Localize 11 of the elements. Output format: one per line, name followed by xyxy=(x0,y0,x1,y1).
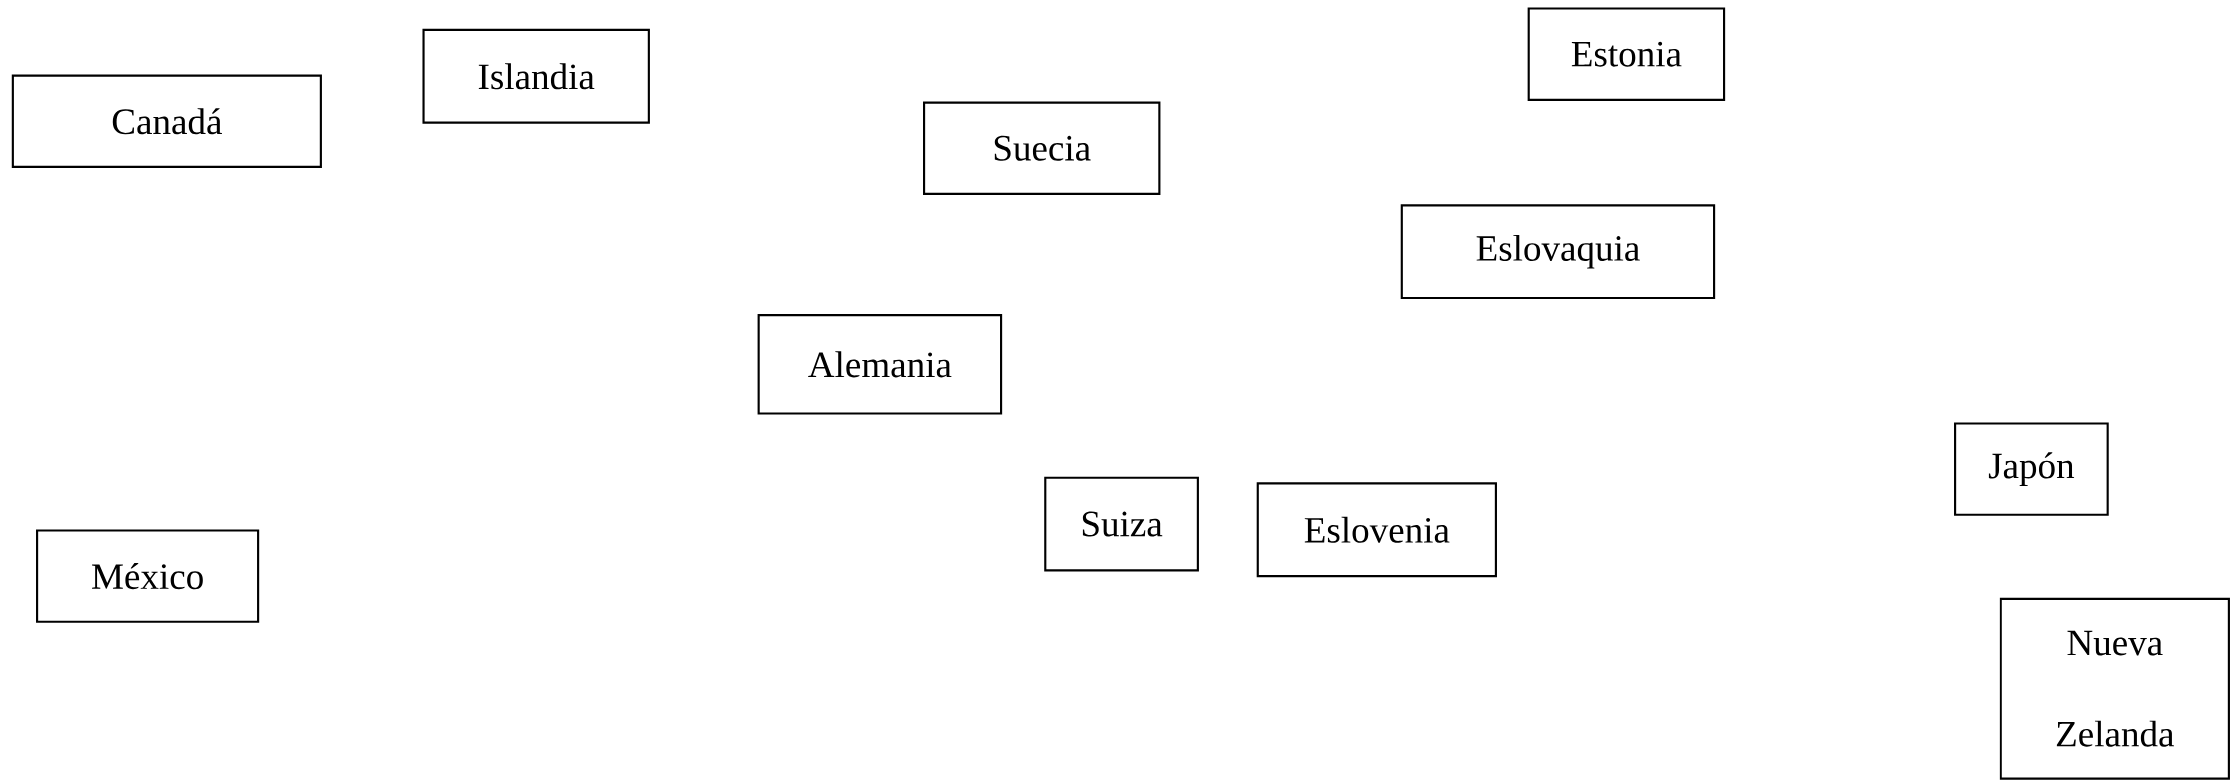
country-box: Eslovenia xyxy=(1256,482,1497,578)
country-box: Suecia xyxy=(923,101,1161,195)
country-box: Suiza xyxy=(1044,476,1199,572)
country-box: Alemania xyxy=(757,314,1003,415)
country-box: Canadá xyxy=(11,74,322,168)
country-box: México xyxy=(36,529,260,623)
country-box: Eslovaquia xyxy=(1400,204,1716,300)
country-box: Nueva Zelanda xyxy=(1999,597,2230,780)
country-box: Japón xyxy=(1954,422,2109,516)
country-box: Islandia xyxy=(422,28,650,124)
country-box: Estonia xyxy=(1527,7,1726,101)
